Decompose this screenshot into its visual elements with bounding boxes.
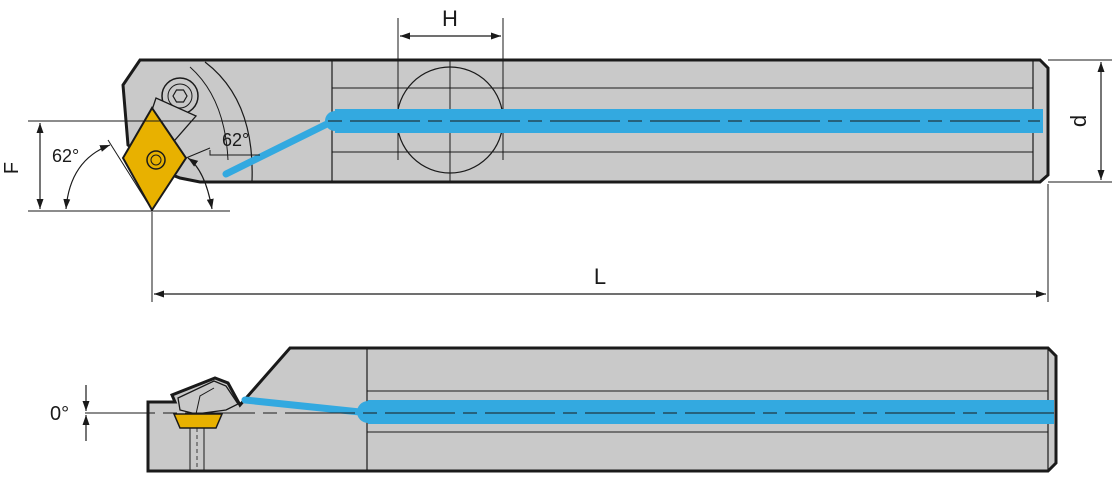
angle-left-arc xyxy=(63,144,111,210)
clamp-screw-inner xyxy=(167,83,193,109)
insert-screw xyxy=(146,150,166,170)
angle-right-leader xyxy=(209,150,260,156)
top-view: F 62° 62° H d L xyxy=(1,6,1112,302)
insert-screw-hole xyxy=(150,154,162,166)
cutting-insert-side xyxy=(172,413,224,429)
side-view: 0° xyxy=(50,346,1058,473)
rake-angle-label: 0° xyxy=(50,403,69,425)
angle-right-ext xyxy=(185,147,211,159)
top-coolant-diagonal xyxy=(222,117,337,178)
H-label: H xyxy=(442,6,458,31)
L-label: L xyxy=(594,264,606,289)
hex-socket-icon xyxy=(172,89,188,103)
side-clamp-detail xyxy=(195,387,215,415)
angle-right-arc xyxy=(187,157,214,210)
top-head-arc-inner xyxy=(189,66,229,161)
side-coolant-channel xyxy=(368,400,1054,424)
F-label: F xyxy=(1,162,23,174)
angle-left-ext xyxy=(107,139,153,211)
d-label: d xyxy=(1066,115,1091,127)
side-clamp xyxy=(177,380,239,415)
side-coolant-diagonal xyxy=(241,396,364,416)
angle-right-label: 62° xyxy=(222,130,249,150)
angle-left-label: 62° xyxy=(52,146,79,166)
